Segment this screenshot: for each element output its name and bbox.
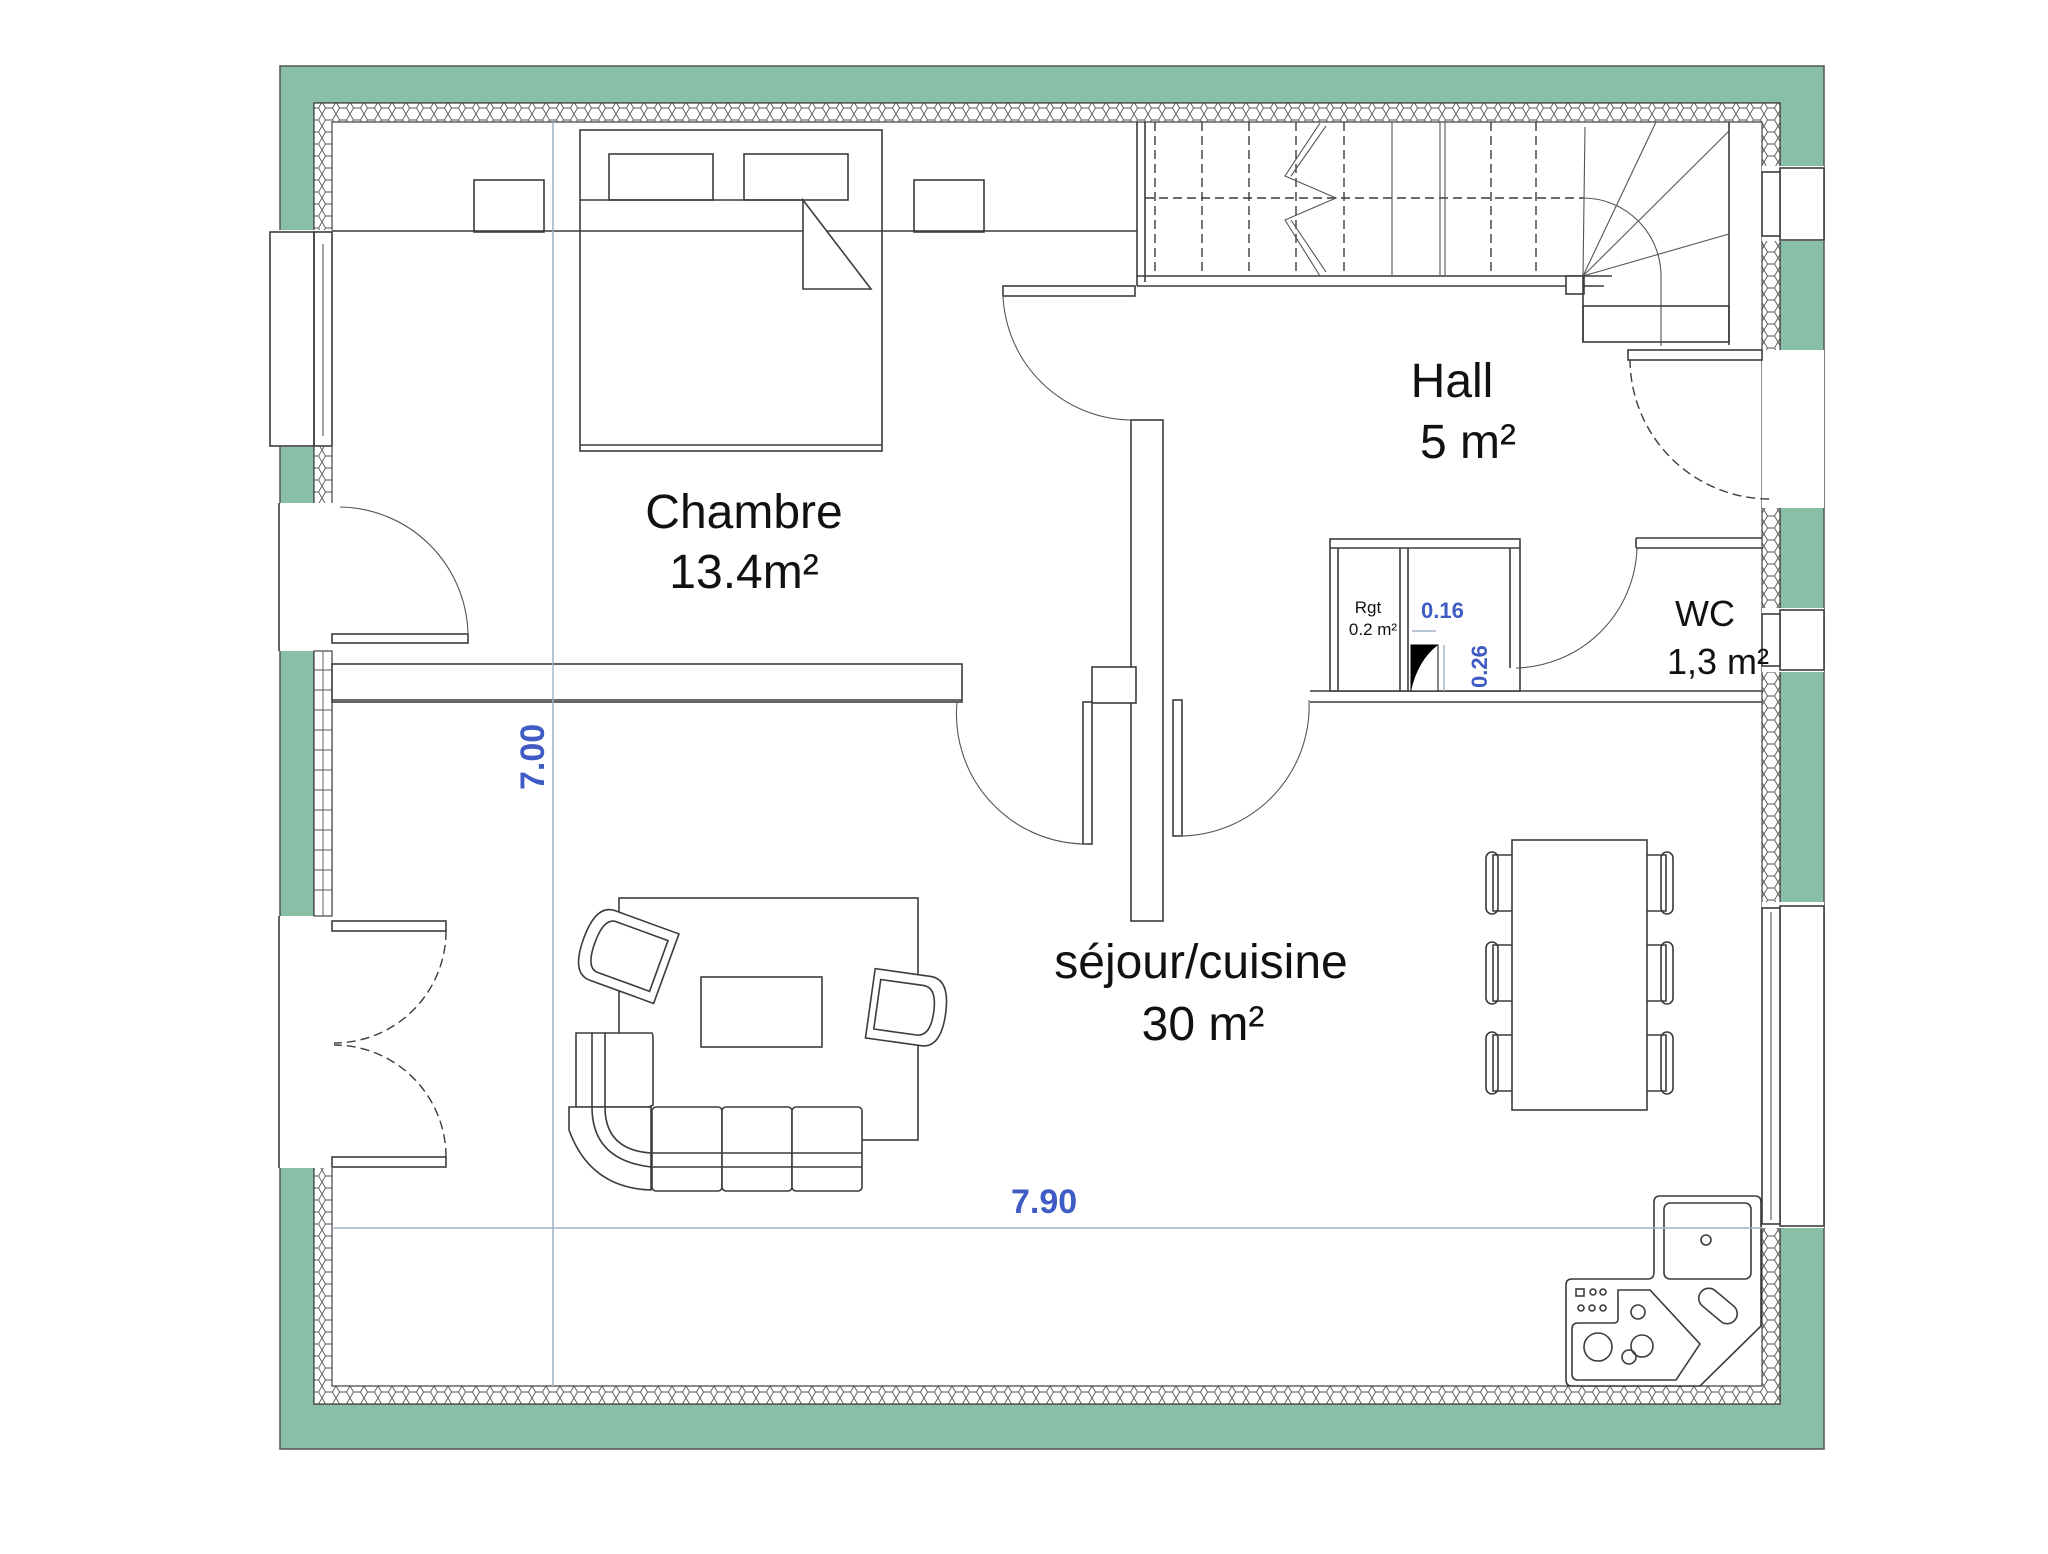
dimension-width: 7.90 xyxy=(1011,1183,1077,1221)
wall-chambre-sejour xyxy=(331,663,963,703)
corner-sofa xyxy=(568,1032,863,1192)
room-area-rgt: 0.2 m² xyxy=(1349,620,1398,639)
french-door-swing-bottom xyxy=(333,1044,447,1158)
room-area-chambre: 13.4m² xyxy=(669,546,818,599)
left-openings xyxy=(269,230,469,1168)
kitchen-counter xyxy=(1565,1195,1762,1387)
dimension-depth: 7.00 xyxy=(514,724,552,790)
double-bed xyxy=(579,129,883,452)
room-area-sejour: 30 m² xyxy=(1142,998,1265,1051)
bed-sheet-fold xyxy=(802,197,873,290)
bedroom-furniture xyxy=(473,129,985,452)
sink-drain xyxy=(1700,1234,1712,1246)
pillow-left xyxy=(608,153,714,201)
armchair-left xyxy=(577,908,680,1005)
dimension-duct-height: 0.26 xyxy=(1467,645,1492,688)
door-hall-sejour-leaf xyxy=(1172,699,1183,837)
door-chambre-leaf xyxy=(331,633,469,644)
dining-table xyxy=(1511,839,1648,1111)
entrance-door-swing xyxy=(1629,358,1771,500)
room-name-chambre: Chambre xyxy=(645,486,842,539)
room-name-rgt: Rgt xyxy=(1355,598,1382,617)
armchair-right xyxy=(864,967,948,1047)
room-area-hall: 5 m² xyxy=(1420,416,1516,469)
sink-drainer xyxy=(1698,1287,1738,1325)
dimension-labels: 7.90 7.00 0.16 0.26 xyxy=(514,598,1492,1221)
room-name-wc: WC xyxy=(1675,593,1735,634)
nightstand-left xyxy=(473,179,545,233)
dimension-duct-width: 0.16 xyxy=(1421,598,1464,623)
french-door-leaf-top xyxy=(331,920,447,932)
cooktop xyxy=(1571,1289,1702,1381)
dining-chairs-left xyxy=(1485,851,1512,1095)
french-door-leaf-bottom xyxy=(331,1156,447,1168)
door-chambre-swing xyxy=(339,506,469,635)
dimension-lines xyxy=(332,122,1762,1386)
staircase xyxy=(1136,121,1730,346)
dining-set xyxy=(1485,839,1674,1111)
sink-basin xyxy=(1663,1202,1752,1280)
living-furniture xyxy=(568,897,948,1192)
room-area-wc: 1,3 m² xyxy=(1667,641,1769,682)
interior-walls xyxy=(331,122,1762,1386)
nightstand-right xyxy=(913,179,985,233)
door-wc-swing xyxy=(1515,547,1638,669)
french-door-swing-top xyxy=(333,930,447,1044)
right-openings xyxy=(1627,166,1825,1228)
pillow-right xyxy=(743,153,849,201)
room-labels: Chambre 13.4m² Hall 5 m² séjour/cuisine … xyxy=(645,355,1769,1051)
coffee-table xyxy=(700,976,823,1048)
kitchen xyxy=(1565,1195,1762,1387)
room-name-hall: Hall xyxy=(1411,355,1494,408)
dining-chairs-right xyxy=(1647,851,1674,1095)
room-name-sejour: séjour/cuisine xyxy=(1054,936,1347,989)
door-chambre-sejour-leaf xyxy=(1082,701,1093,845)
